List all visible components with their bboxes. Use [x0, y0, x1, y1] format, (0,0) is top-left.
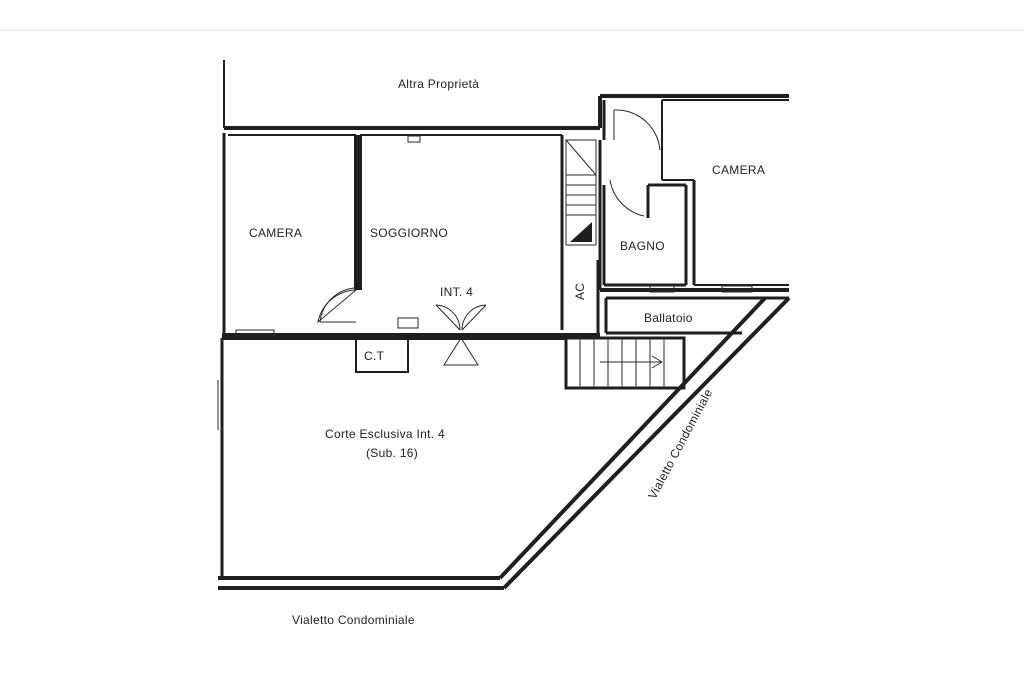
external-stair: [564, 336, 686, 390]
label-soggiorno: SOGGIORNO: [370, 226, 448, 240]
label-vialetto-diagonal: Vialetto Condominiale: [645, 386, 715, 501]
label-vialetto-bottom: Vialetto Condominiale: [292, 613, 415, 627]
door-swings: [317, 109, 661, 366]
label-altra-proprieta: Altra Proprietà: [398, 77, 479, 91]
label-ballatoio: Ballatoio: [644, 311, 693, 325]
label-bagno: BAGNO: [620, 239, 665, 253]
window-marks: [235, 135, 753, 337]
label-corte-line1: Corte Esclusiva Int. 4: [325, 427, 445, 441]
label-ct: C.T: [364, 349, 385, 363]
label-ac: AC: [573, 283, 587, 300]
label-int4: INT. 4: [440, 285, 473, 299]
label-camera-right: CAMERA: [712, 163, 765, 177]
label-corte-line2: (Sub. 16): [366, 446, 418, 460]
internal-stair: [565, 139, 597, 246]
interior-walls: [228, 99, 789, 335]
exterior-walls: [222, 60, 789, 337]
courtyard-boundary: [217, 296, 791, 590]
label-camera-left: CAMERA: [249, 226, 302, 240]
